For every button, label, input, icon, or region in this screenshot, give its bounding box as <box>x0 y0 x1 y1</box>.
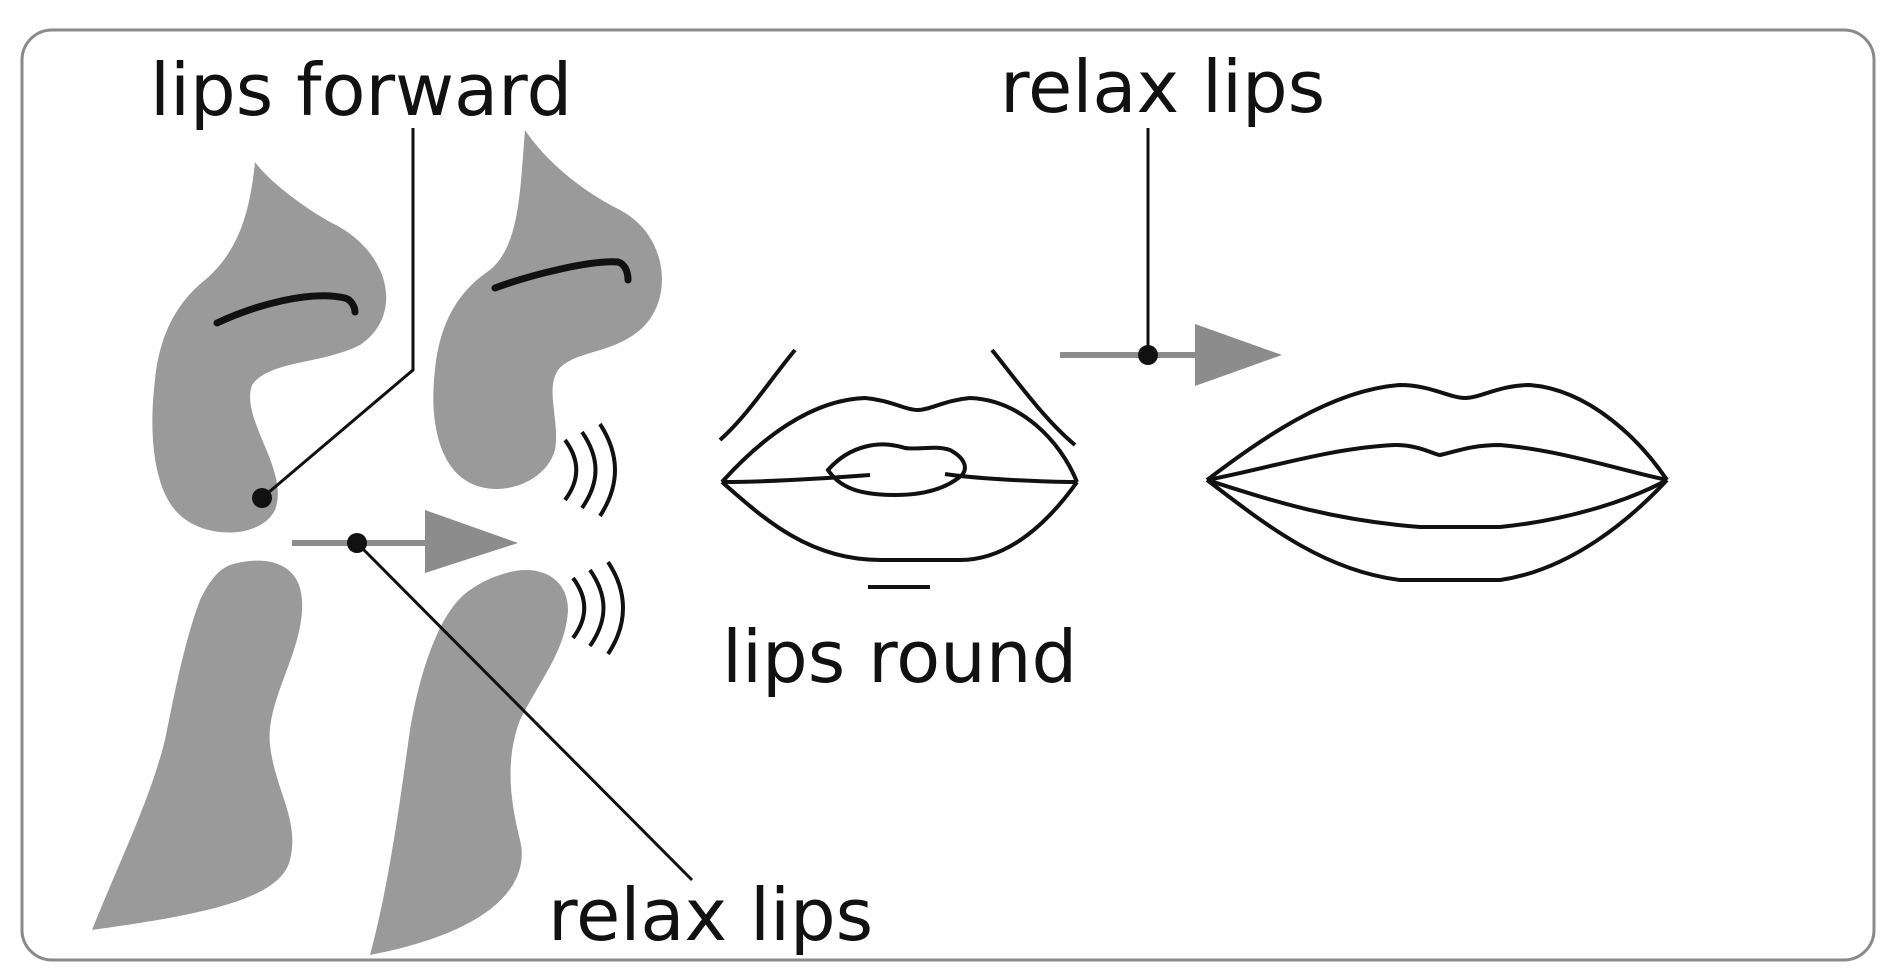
arrow-to-relaxed <box>1060 324 1282 386</box>
relax-lips-bottom-leader <box>355 541 694 882</box>
lips-relaxed <box>1205 382 1669 582</box>
diagram-frame <box>20 28 1876 962</box>
smile-crease-left <box>718 348 797 442</box>
profile-lower-left <box>92 560 303 930</box>
relax-lips-bottom-dot <box>347 533 367 553</box>
eyebrow-line <box>213 292 359 327</box>
sound-waves-upper <box>563 422 617 518</box>
label-relax-lips-bottom: relax lips <box>548 873 873 957</box>
label-relax-lips-top: relax lips <box>1000 45 1325 129</box>
lips-forward-leader <box>261 128 415 500</box>
lips-rounded <box>718 348 1079 589</box>
inner-lip-opening <box>825 442 967 498</box>
profile-lower-right <box>370 570 568 955</box>
sound-waves-lower <box>571 560 625 656</box>
profile-upper-left <box>152 162 387 533</box>
label-lips-round: lips round <box>722 615 1077 699</box>
lips-forward-dot <box>252 488 272 508</box>
label-lips-forward: lips forward <box>150 48 572 132</box>
relax-lips-top-dot <box>1138 345 1158 365</box>
smile-crease-right <box>990 348 1077 447</box>
eyebrow-line <box>491 258 632 292</box>
profile-upper-right <box>433 130 662 489</box>
